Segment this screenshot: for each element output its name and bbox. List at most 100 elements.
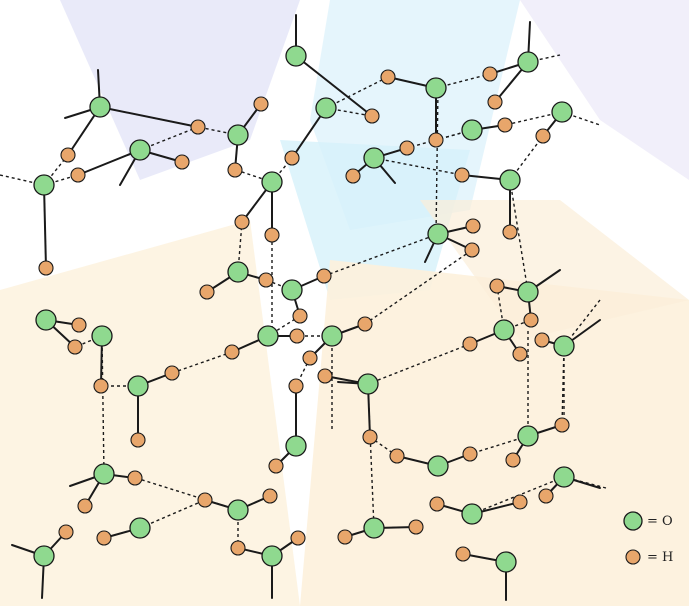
hydrogen-atom-12-0 [454, 167, 470, 183]
oxygen-atom-19 [321, 325, 343, 347]
hydrogen-bond-layer [43, 55, 565, 563]
hydrogen-bond-long-11 [101, 335, 105, 475]
hydrogen-atom-4-1 [227, 162, 243, 178]
oxygen-atom-4 [227, 124, 249, 146]
hydrogen-bond-43 [469, 435, 529, 455]
hydrogen-atom-20-1 [523, 312, 539, 328]
oxygen-atom-25 [285, 435, 307, 457]
oxygen-atom-30 [363, 517, 385, 539]
hydrogen-bond-8 [504, 111, 563, 126]
hydrogen-atom-23-0 [130, 432, 146, 448]
hydrogen-atom-6-0 [497, 117, 513, 133]
covalent-bond-9-0 [43, 184, 47, 269]
hydrogen-atom-19-0 [357, 316, 373, 332]
hydrogen-atom-30-1 [337, 529, 353, 545]
hydrogen-atom-29-1 [262, 488, 278, 504]
oxygen-atom-15 [281, 279, 303, 301]
hydrogen-atom-0-0 [364, 108, 380, 124]
hydrogen-atom-4-0 [253, 96, 269, 112]
hydrogen-bond-22 [265, 279, 293, 291]
hydrogen-atom-13-1 [258, 272, 274, 288]
atom-layer [33, 45, 575, 573]
hydrogen-bond-41 [561, 345, 565, 426]
oxygen-atom-1 [425, 77, 447, 99]
legend-oxygen-row: = O [622, 510, 673, 532]
hydrogen-atom-29-0 [197, 492, 213, 508]
oxygen-atom-9 [33, 174, 55, 196]
oxygen-atom-34 [33, 545, 55, 567]
oxygen-atom-11 [363, 147, 385, 169]
oxygen-atom-10 [261, 171, 283, 193]
legend-hydrogen-row: = H [622, 546, 673, 568]
hydrogen-atom-11-1 [399, 140, 415, 156]
oxygen-atom-3 [89, 96, 111, 118]
hydrogen-atom-25-0 [268, 458, 284, 474]
oxygen-atom-16 [35, 309, 57, 331]
oxygen-atom-2 [517, 51, 539, 73]
hydrogen-atom-14-1 [464, 242, 480, 258]
oxygen-atom-6 [461, 119, 483, 141]
hydrogen-atom-8-0 [174, 154, 190, 170]
hydrogen-atom-2-1 [487, 94, 503, 110]
hydrogen-atom-30-0 [408, 519, 424, 535]
oxygen-atom-14 [427, 223, 449, 245]
hydrogen-atom-23-1 [164, 365, 180, 381]
hydrogen-atom-36-0 [455, 546, 471, 562]
hydrogen-atom-16-1 [67, 339, 83, 355]
hydrogen-atom-33-0 [96, 530, 112, 546]
covalent-bond-3-1 [99, 106, 199, 128]
hydrogen-atom-35-1 [290, 530, 306, 546]
covalent-bond-layer [43, 55, 565, 563]
hydrogen-bond-32 [171, 351, 233, 374]
hydrogen-atom-20-0 [489, 278, 505, 294]
hydrogen-atom-11-0 [345, 168, 361, 184]
legend: = O = H [622, 510, 686, 572]
hydrogen-atom-26-0 [462, 446, 478, 462]
covalent-bond-0-0 [295, 55, 373, 117]
hydrogen-bond-4 [139, 126, 199, 151]
hydrogen-atom-1-0 [380, 69, 396, 85]
hydrogen-atom-26-1 [389, 448, 405, 464]
hydrogen-atom-5-0 [284, 150, 300, 166]
hydrogen-atom-15-0 [316, 268, 332, 284]
oxygen-atom-7 [551, 101, 573, 123]
oxygen-atom-22 [553, 335, 575, 357]
hydrogen-atom-24-0 [362, 429, 378, 445]
oxygen-atom-24 [357, 373, 379, 395]
hydrogen-atom-34-0 [58, 524, 74, 540]
oxygen-atom-27 [517, 425, 539, 447]
hydrogen-atom-16-0 [71, 317, 87, 333]
hydrogen-bond-23 [323, 233, 439, 277]
hydrogen-atom-27-1 [554, 417, 570, 433]
oxygen-atom-0 [285, 45, 307, 67]
hydrogen-atom-28-1 [127, 470, 143, 486]
hydrogen-bond-long-5 [435, 87, 439, 236]
hydrogen-bond-13 [406, 129, 473, 149]
oxygen-atom-8 [129, 139, 151, 161]
hydrogen-atom-12-1 [502, 224, 518, 240]
hydrogen-atom-9-0 [38, 260, 54, 276]
oxygen-atom-36 [495, 551, 517, 573]
oxygen-atom-32 [553, 466, 575, 488]
oxygen-atom-23 [127, 375, 149, 397]
hydrogen-atom-14-0 [465, 218, 481, 234]
hydrogen-atom-24-1 [317, 368, 333, 384]
hydrogen-bond-36 [503, 319, 532, 331]
hydrogen-atom-7-0 [535, 128, 551, 144]
legend-oxygen-label: = O [647, 513, 673, 529]
hydrogen-atom-18-1 [224, 344, 240, 360]
hydrogen-atom-28-0 [77, 498, 93, 514]
oxygen-atom-33 [129, 517, 151, 539]
oxygen-atom-18 [257, 325, 279, 347]
hydrogen-atom-1-1 [428, 132, 444, 148]
hydrogen-bond-31 [364, 249, 473, 325]
hydrogen-atom-25-1 [288, 378, 304, 394]
hydrogen-atom-8-1 [70, 167, 86, 183]
hydrogen-atom-21-0 [462, 336, 478, 352]
hydrogen-atom-19-1 [302, 350, 318, 366]
oxygen-atom-12 [499, 169, 521, 191]
hydrogen-atom-10-0 [264, 227, 280, 243]
